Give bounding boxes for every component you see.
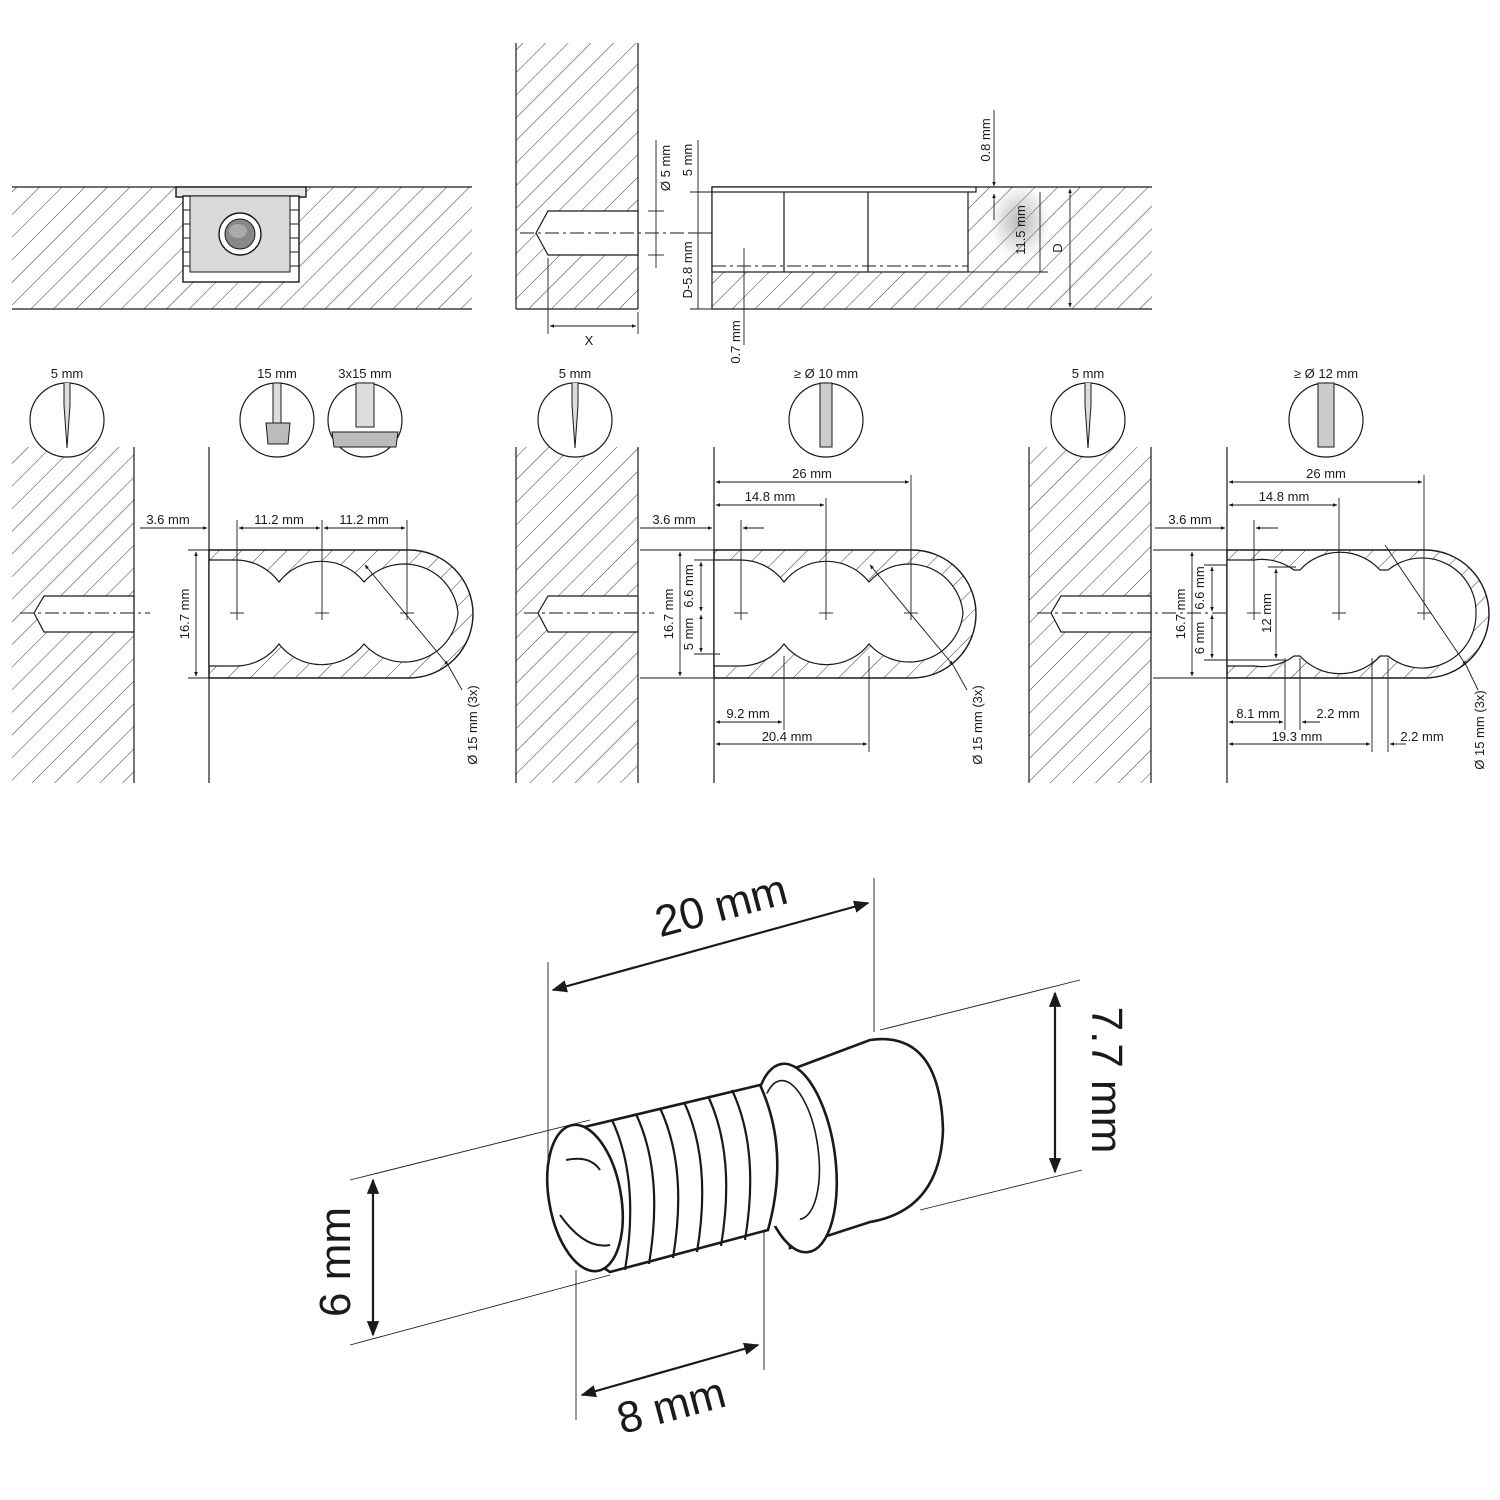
- bolt-thread-dia: 6 mm: [311, 1207, 360, 1317]
- highlight-spot: [990, 184, 1050, 260]
- dim-off5: 5 mm: [680, 144, 695, 177]
- dim-a-dia: Ø 15 mm (3x): [465, 685, 480, 764]
- bit-b-small: 5 mm: [559, 366, 592, 381]
- bolt-thread-len: 8 mm: [612, 1368, 731, 1444]
- bolt-length: 20 mm: [650, 865, 793, 947]
- connector-bolt: [349, 878, 1083, 1420]
- dim-b-26: 26 mm: [792, 466, 832, 481]
- variant-c: [1028, 382, 1490, 783]
- dim-c-81: 8.1 mm: [1236, 706, 1279, 721]
- dim-c-148: 14.8 mm: [1259, 489, 1310, 504]
- dim-c-22a: 2.2 mm: [1316, 706, 1359, 721]
- dim-c-dia: Ø 15 mm (3x): [1472, 690, 1487, 769]
- dim-depth-07: 0.7 mm: [728, 320, 743, 363]
- dim-c-193: 19.3 mm: [1272, 729, 1323, 744]
- dim-a-pitch2: 11.2 mm: [339, 512, 389, 527]
- dim-c-66: 6.6 mm: [1192, 566, 1207, 609]
- dim-c-22b: 2.2 mm: [1400, 729, 1443, 744]
- variant-b: [515, 382, 977, 783]
- dim-c-26: 26 mm: [1306, 466, 1346, 481]
- dim-b-92: 9.2 mm: [726, 706, 769, 721]
- fitting-cross-section: [12, 186, 472, 310]
- dim-a-height: 16.7 mm: [177, 589, 192, 640]
- dim-depth-08: 0.8 mm: [978, 118, 993, 161]
- bolt-head-dia: 7.7 mm: [1082, 1007, 1131, 1154]
- variant-a: [12, 382, 509, 783]
- bit-a-small: 5 mm: [51, 366, 84, 381]
- dim-a-pitch1: 11.2 mm: [254, 512, 304, 527]
- side-section: [515, 43, 1152, 345]
- dim-b-dia: Ø 15 mm (3x): [970, 685, 985, 764]
- dim-c-height: 16.7 mm: [1173, 589, 1188, 640]
- dim-b-148: 14.8 mm: [745, 489, 796, 504]
- bit-c-big: ≥ Ø 12 mm: [1294, 366, 1358, 381]
- dim-a-left: 3.6 mm: [146, 512, 189, 527]
- dim-x-label: X: [585, 333, 594, 348]
- dim-c-12: 12 mm: [1259, 593, 1274, 633]
- dim-d-label: D: [1050, 243, 1065, 252]
- bit-c-small: 5 mm: [1072, 366, 1105, 381]
- dim-b-left: 3.6 mm: [652, 512, 695, 527]
- dim-b-height: 16.7 mm: [661, 589, 676, 640]
- dim-d-minus: D-5.8 mm: [680, 241, 695, 298]
- dim-b-66: 6.6 mm: [681, 564, 696, 607]
- bit-a-triple: 3x15 mm: [338, 366, 391, 381]
- dim-b-204: 20.4 mm: [762, 729, 813, 744]
- dim-depth-115: 11.5 mm: [1013, 205, 1028, 255]
- bit-a-mid: 15 mm: [257, 366, 297, 381]
- bit-b-big: ≥ Ø 10 mm: [794, 366, 858, 381]
- dim-b-5: 5 mm: [681, 618, 696, 651]
- dim-c-6: 6 mm: [1192, 622, 1207, 655]
- dim-dia5: Ø 5 mm: [658, 145, 673, 191]
- dim-c-left: 3.6 mm: [1168, 512, 1211, 527]
